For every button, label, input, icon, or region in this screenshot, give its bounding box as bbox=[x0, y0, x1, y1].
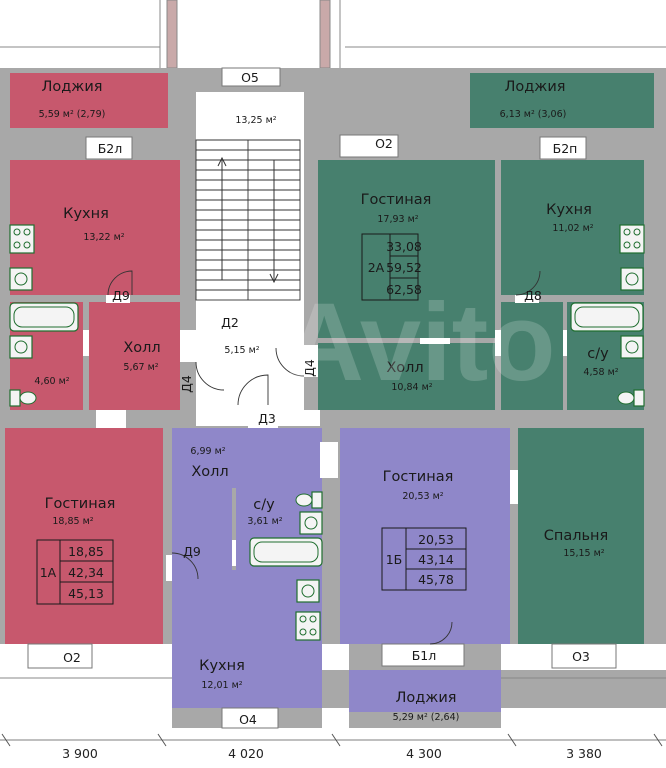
living-2a-name: Гостиная bbox=[361, 192, 432, 208]
stove-icon bbox=[619, 224, 645, 254]
dimension-label-3: 4 300 bbox=[406, 746, 442, 761]
apartment-1a-value-2: 42,34 bbox=[68, 565, 104, 580]
apartment-2a-value-1: 33,08 bbox=[386, 239, 422, 254]
living-1b-name: Гостиная bbox=[383, 469, 454, 485]
kitchen-left-name: Кухня bbox=[63, 206, 109, 222]
loggia-bottom-area: 5,29 м² (2,64) bbox=[393, 712, 460, 723]
loggia-right-area: 6,13 м² (3,06) bbox=[500, 109, 567, 120]
door-label-d9-mid: Д9 bbox=[183, 544, 201, 559]
balcony-label-b1l: Б1л bbox=[412, 648, 437, 663]
hall-mid-room bbox=[172, 428, 322, 488]
apartment-1a-value-3: 45,13 bbox=[68, 586, 104, 601]
sink-icon bbox=[620, 267, 644, 291]
apartment-2a-value-3: 62,58 bbox=[386, 282, 422, 297]
hall-mid-lower-room bbox=[172, 488, 232, 578]
loggia-right-room bbox=[470, 73, 654, 128]
bedroom-name: Спальня bbox=[544, 528, 609, 544]
hall-2a-area: 10,84 м² bbox=[391, 382, 432, 393]
kitchen-right-name: Кухня bbox=[546, 202, 592, 218]
toilet-icon bbox=[617, 389, 645, 407]
sink-icon bbox=[620, 335, 644, 359]
corridor-2a-room bbox=[501, 302, 563, 410]
door-label-d4-right: Д4 bbox=[302, 359, 317, 377]
balcony-label-b2l: Б2л bbox=[98, 141, 123, 156]
door-label-d9-left: Д9 bbox=[112, 288, 130, 303]
living-2a-area: 17,93 м² bbox=[377, 214, 418, 225]
apartment-2a-table bbox=[361, 233, 419, 301]
apartment-2a-value-2: 59,52 bbox=[386, 260, 422, 275]
kitchen-left-area: 13,22 м² bbox=[83, 232, 124, 243]
hall-mid-area: 6,99 м² bbox=[190, 446, 225, 457]
sink-icon bbox=[9, 335, 33, 359]
bath-mid-area: 3,61 м² bbox=[247, 516, 282, 527]
apartment-1b-value-2: 43,14 bbox=[418, 552, 454, 567]
door-label-d2: Д2 bbox=[221, 315, 239, 330]
loggia-right-name: Лоджия bbox=[504, 79, 565, 95]
bathtub-icon bbox=[249, 537, 323, 567]
living-1a-room bbox=[5, 428, 163, 644]
living-2a-room bbox=[318, 160, 495, 338]
toilet-icon bbox=[9, 389, 37, 407]
window-label-o5: О5 bbox=[241, 70, 259, 85]
loggia-left-area: 5,59 м² (2,79) bbox=[39, 109, 106, 120]
dimension-label-4: 3 380 bbox=[566, 746, 602, 761]
kitchen-bottom-name: Кухня bbox=[199, 658, 245, 674]
watermark: Avito bbox=[285, 281, 556, 404]
kitchen-right-area: 11,02 м² bbox=[552, 223, 593, 234]
vestibule-room bbox=[196, 300, 304, 410]
living-1b-room bbox=[340, 428, 510, 644]
door-label-d8: Д8 bbox=[524, 288, 542, 303]
hall-left-room bbox=[89, 302, 180, 410]
apartment-1a-code: 1А bbox=[40, 565, 57, 580]
stove-icon bbox=[9, 224, 35, 254]
apartment-1b-value-1: 20,53 bbox=[418, 532, 454, 547]
sink-icon bbox=[9, 267, 33, 291]
hall-left-name: Холл bbox=[123, 340, 160, 356]
apartment-1b-table bbox=[381, 527, 467, 591]
dimension-label-1: 3 900 bbox=[62, 746, 98, 761]
kitchen-bottom-area: 12,01 м² bbox=[201, 680, 242, 691]
apartment-1a-table bbox=[36, 539, 114, 605]
hall-mid-name: Холл bbox=[191, 464, 228, 480]
bedroom-room bbox=[518, 428, 644, 644]
door-label-d3: Д3 bbox=[258, 411, 276, 426]
door-label-d4-left: Д4 bbox=[179, 375, 194, 393]
bath-left-area: 4,60 м² bbox=[34, 376, 69, 387]
stair-treads bbox=[196, 139, 300, 291]
stair-area: 13,25 м² bbox=[235, 115, 276, 126]
bedroom-area: 15,15 м² bbox=[563, 548, 604, 559]
loggia-bottom-name: Лоджия bbox=[395, 690, 456, 706]
window-label-o3: О3 bbox=[572, 649, 590, 664]
bathtub-icon bbox=[570, 302, 644, 332]
living-1b-area: 20,53 м² bbox=[402, 491, 443, 502]
hall-2a-name: Холл bbox=[386, 360, 423, 376]
bath-right-name: с/у bbox=[587, 346, 609, 362]
bath-mid-name: с/у bbox=[253, 497, 275, 513]
apartment-2a-code: 2А bbox=[368, 260, 385, 275]
apartment-1b-value-3: 45,78 bbox=[418, 572, 454, 587]
window-label-o2-bottom: О2 bbox=[63, 650, 81, 665]
window-label-o4: О4 bbox=[239, 712, 257, 727]
hall-2a-room bbox=[318, 343, 495, 410]
balcony-label-b2p: Б2п bbox=[553, 141, 578, 156]
bathtub-icon bbox=[9, 302, 79, 332]
kitchen-left-room bbox=[10, 160, 180, 295]
living-1a-name: Гостиная bbox=[45, 496, 116, 512]
living-1a-area: 18,85 м² bbox=[52, 516, 93, 527]
apartment-1a-value-1: 18,85 bbox=[68, 544, 104, 559]
loggia-left-room bbox=[10, 73, 168, 128]
stove-icon bbox=[295, 611, 321, 641]
hall-left-area: 5,67 м² bbox=[123, 362, 158, 373]
dimension-label-2: 4 020 bbox=[228, 746, 264, 761]
loggia-left-name: Лоджия bbox=[41, 79, 102, 95]
bath-right-area: 4,58 м² bbox=[583, 367, 618, 378]
toilet-icon bbox=[295, 491, 323, 509]
apartment-1b-code: 1Б bbox=[386, 552, 403, 567]
vestibule-area: 5,15 м² bbox=[224, 345, 259, 356]
loggia-bottom-room bbox=[349, 670, 501, 712]
sink-icon bbox=[296, 579, 320, 603]
sink-icon bbox=[299, 511, 323, 535]
window-label-o2-top: О2 bbox=[375, 136, 393, 151]
